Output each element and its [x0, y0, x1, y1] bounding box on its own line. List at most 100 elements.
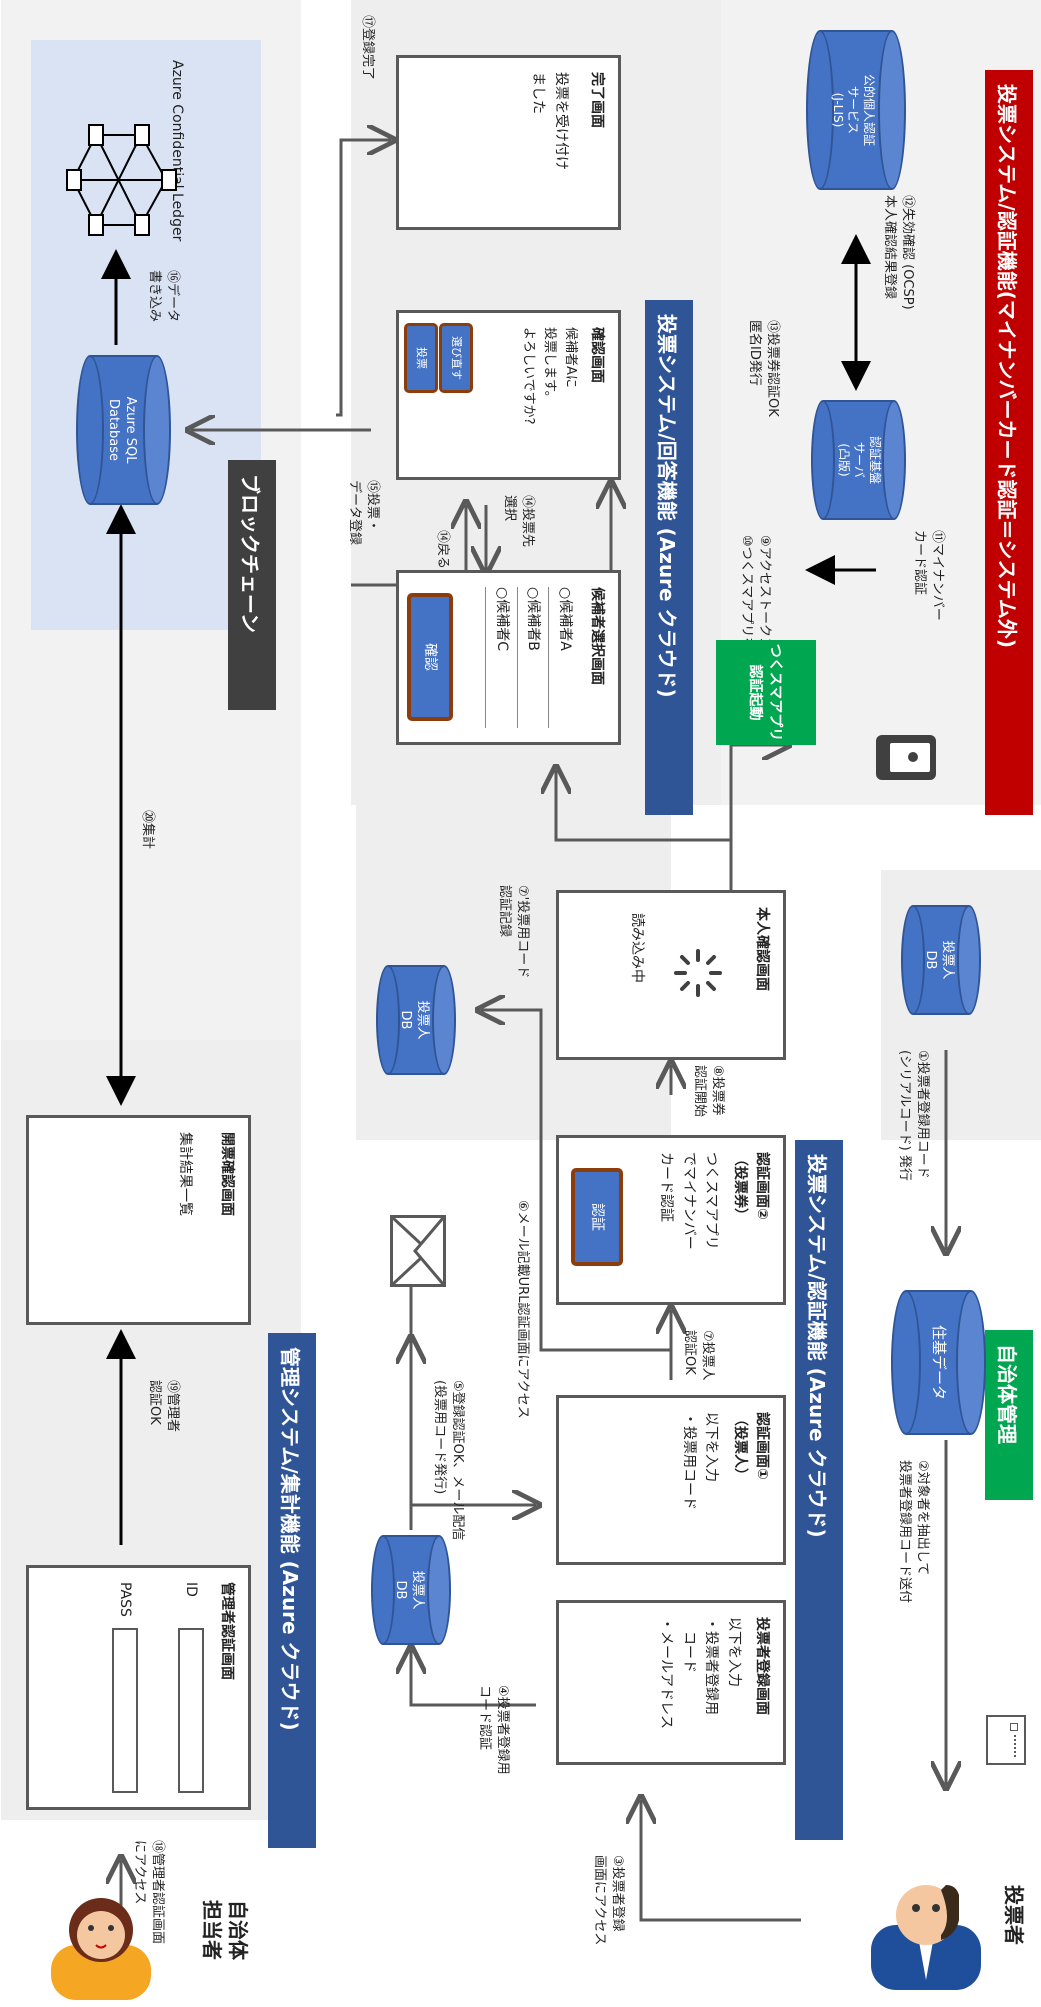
cert-server-label: 認証基盤 サーバ (凸版) [836, 435, 882, 484]
cert-server: 認証基盤 サーバ (凸版) [811, 400, 906, 520]
loading-icon [673, 948, 723, 998]
step-17-label: ⑰登録完了 [360, 15, 375, 81]
tsukusuma-app: つくスマアプリ 認証起動 [716, 640, 816, 745]
step-18-label: ⑱管理者認証画面 にアクセス [132, 1840, 165, 1945]
confirmation-screen: 確認画面 候補者Aに 投票します。 よろしいですか? 選び直す 投票 [396, 310, 621, 480]
admin-pass-input[interactable] [111, 1628, 138, 1793]
arrow-to-candidate [556, 745, 733, 842]
authenticate-button[interactable]: 認証 [571, 1168, 623, 1266]
voter-registration-screen: 投票者登録画面 以下を入力 ・投票者登録用 コード ・メールアドレス [556, 1600, 786, 1765]
tally-title: 開票確認画面 [219, 1132, 235, 1216]
voter-db-top-label: 投票人 DB [923, 940, 955, 980]
azure-sql-database-bottom [76, 355, 104, 505]
arrow-step6 [409, 1265, 536, 1505]
azure-sql-database: Azure SQL Database [76, 355, 171, 505]
completion-title: 完了画面 [589, 72, 605, 128]
admin-auth-screen: 管理者認証画面 ID PASS [26, 1565, 251, 1810]
step-3-label: ③投票者登録 画面にアクセス [592, 1855, 625, 1946]
auth-screen-1: 認証画面① （投票人） 以下を入力 ・投票用コード [556, 1395, 786, 1565]
step-1-label: ①投票者登録用コード (シリアルコード) 発行 [897, 1050, 930, 1181]
vote-button[interactable]: 投票 [404, 323, 438, 393]
step-8-label: ⑧投票券 認証開始 [692, 1065, 725, 1118]
step-20-label: ⑳集計 [140, 810, 155, 850]
candidate-option-c[interactable]: ○候補者C [485, 587, 517, 728]
step-5-label: ⑤登録認証OK、メール配信 (投票用コード発行) [432, 1380, 465, 1541]
mail-icon [390, 1215, 446, 1287]
user-female-icon [41, 1890, 161, 2000]
step-11-label: ⑪マイナンバー カード認証 [912, 530, 945, 621]
reselect-button[interactable]: 選び直す [439, 323, 473, 393]
voter-db-middle-label: 投票人 DB [398, 1000, 430, 1040]
admin-pass-label: PASS [116, 1582, 133, 1617]
auth-screen-1-body: 以下を入力 ・投票用コード [680, 1412, 720, 1510]
confirm-button[interactable]: 確認 [407, 593, 453, 721]
step-12-label: ⑫失効確認 (OCSP) 本人確認結果登録 [882, 195, 915, 310]
candidate-option-a[interactable]: ○候補者A [548, 587, 580, 728]
tsukusuma-app-label: つくスマアプリ 認証起動 [747, 643, 783, 742]
step-13-label: ⑬投票券認証OK 匿名ID発行 [747, 320, 780, 417]
voter-label: 投票者 [1002, 1885, 1026, 1945]
arrow-step9 [729, 745, 786, 890]
admin-id-label: ID [182, 1582, 199, 1597]
juki-database: 住基データ [891, 1290, 986, 1435]
candidate-select-screen: 候補者選択画面 ○候補者A ○候補者B ○候補者C 確認 [396, 570, 621, 745]
admin-id-input[interactable] [177, 1628, 204, 1793]
network-nodes-icon [61, 115, 181, 245]
auth-screen-2-body: つくスマアプリ でマイナンバー カード認証 [658, 1152, 720, 1250]
smartphone-icon [876, 735, 936, 780]
voter-db-middle: 投票人 DB [376, 965, 456, 1075]
juki-database-bottom [891, 1290, 921, 1435]
confirmation-title: 確認画面 [589, 327, 605, 383]
jlis-service-label: 公的個人認証 サービス (J-LIS) [830, 73, 876, 146]
voter-db-lower: 投票人 DB [371, 1535, 451, 1645]
candidate-select-title: 候補者選択画面 [589, 587, 605, 685]
step-14-select-label: ⑭投票先 選択 [502, 495, 535, 548]
auth-screen-1-title: 認証画面① （投票人） [731, 1412, 770, 1482]
document-icon [986, 1715, 1026, 1765]
cert-server-cap [882, 400, 906, 520]
voter-db-lower-cap [427, 1535, 451, 1645]
cert-server-bottom [811, 400, 835, 520]
step-16-label: ⑯データ 書き込み [147, 270, 180, 323]
step-4-label: ④投票者登録用 コード認証 [477, 1685, 510, 1775]
staff-label-line1: 自治体 [226, 1900, 250, 1960]
azure-sql-database-label: Azure SQL Database [106, 396, 138, 464]
auth-screen-2: 認証画面② （投票券） つくスマアプリ でマイナンバー カード認証 認証 [556, 1135, 786, 1305]
identity-check-body: 読み込み中 [629, 913, 645, 983]
step-14-back-label: ⑭戻る [435, 530, 450, 570]
staff-label: 自治体 担当者 [199, 1900, 251, 1960]
juki-database-top [956, 1290, 986, 1435]
candidate-option-b[interactable]: ○候補者B [516, 587, 549, 728]
voter-registration-body: 以下を入力 ・投票者登録用 コード ・メールアドレス [658, 1617, 742, 1729]
voter-db-top-cap [957, 905, 981, 1015]
admin-pass-row: PASS [111, 1582, 138, 1793]
completion-screen: 完了画面 投票を受け付け ました [396, 55, 621, 230]
voter-registration-title: 投票者登録画面 [754, 1617, 770, 1715]
arrow-step3 [641, 1800, 801, 1922]
arrow-step17 [336, 140, 391, 417]
tally-screen: 開票確認画面 集計結果一覧 [26, 1115, 251, 1325]
step-2-label: ②対象者を抽出して 投票者登録用コード送付 [897, 1460, 930, 1604]
voter-db-top: 投票人 DB [901, 905, 981, 1015]
step-7b-label: ⑦'投票用コード 認証記録 [497, 885, 530, 979]
auth-screen-2-title: 認証画面② （投票券） [731, 1152, 770, 1222]
voter-db-lower-label: 投票人 DB [393, 1570, 425, 1610]
user-male-icon [871, 1880, 981, 1990]
confirmation-body: 候補者Aに 投票します。 よろしいですか? [521, 327, 578, 425]
juki-database-label: 住基データ [930, 1324, 948, 1400]
arrow-step4 [411, 1650, 536, 1707]
identity-check-screen: 本人確認画面 読み込み中 [556, 890, 786, 1060]
identity-check-title: 本人確認画面 [754, 907, 770, 991]
admin-auth-title: 管理者認証画面 [219, 1582, 235, 1680]
jlis-service-cap [878, 30, 906, 190]
step-7-label: ⑦投票人 認証OK [682, 1330, 715, 1381]
step-19-label: ⑲管理者 認証OK [147, 1380, 180, 1433]
arrow-step7b [481, 1010, 671, 1352]
azure-sql-database-cap [143, 355, 171, 505]
jlis-service: 公的個人認証 サービス (J-LIS) [806, 30, 906, 190]
step-6-label: ⑥メール記載URL認証画面にアクセス [515, 1200, 530, 1419]
staff-label-line2: 担当者 [200, 1900, 224, 1960]
tally-body: 集計結果一覧 [176, 1132, 193, 1216]
voter-db-middle-cap [432, 965, 456, 1075]
